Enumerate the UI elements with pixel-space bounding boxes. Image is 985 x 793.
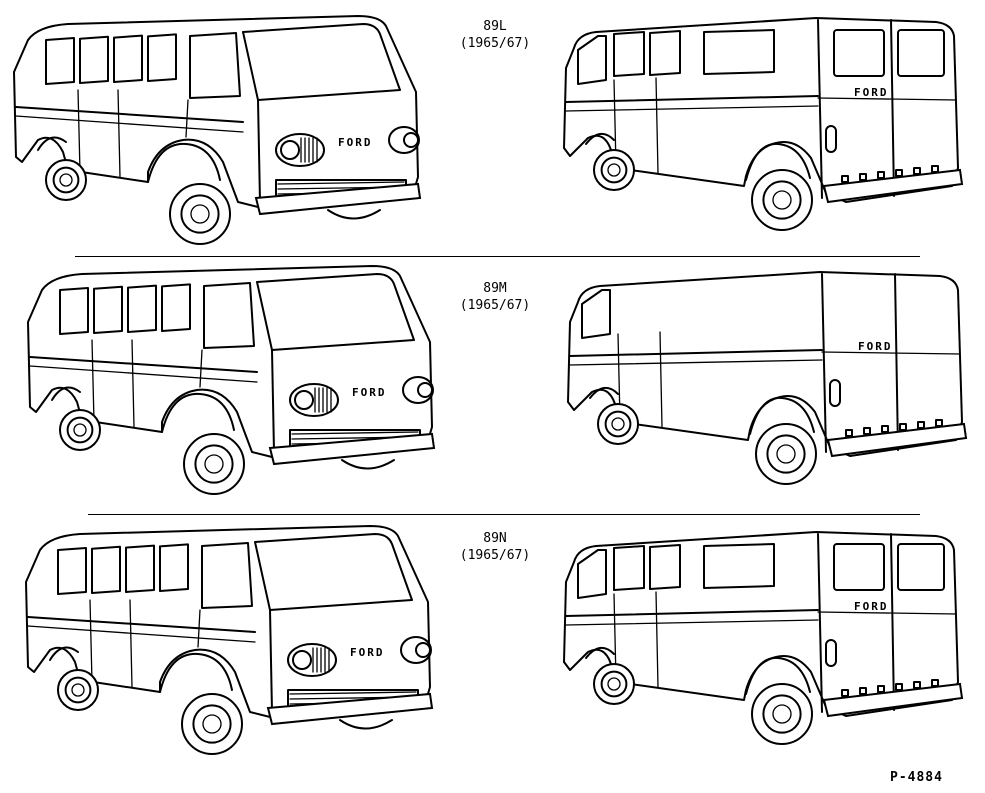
rear-view-89l: FORD (563, 17, 964, 231)
side-window (57, 547, 87, 595)
rear-bumper (822, 682, 964, 718)
reference-number: P-4884 (890, 770, 943, 785)
model-code: 89L (483, 19, 507, 34)
front-view-89n: FORD (25, 525, 434, 755)
side-window (45, 37, 75, 85)
rear-view-van-drawing: FORD (567, 271, 968, 485)
badge-text: FORD (350, 646, 385, 659)
badge-text: FORD (352, 386, 387, 399)
rear-view-van-drawing: FORD (563, 531, 964, 745)
side-window (613, 545, 645, 591)
tail-lamp-icon (829, 379, 841, 407)
side-window (613, 31, 645, 77)
badge-text: FORD (338, 136, 373, 149)
front-view-89l: FORD (13, 15, 422, 245)
model-code: 89M (483, 281, 507, 296)
side-window (125, 544, 155, 593)
model-years: (1965/67) (459, 36, 531, 51)
side-window (159, 543, 189, 592)
side-window (93, 285, 123, 334)
front-view-van-drawing: FORD (13, 15, 422, 245)
front-view-89m: FORD (27, 265, 436, 495)
side-window (59, 287, 89, 335)
side-window (113, 34, 143, 83)
front-view-van-drawing: FORD (27, 265, 436, 495)
rear-window-right (897, 29, 945, 77)
tail-lamp-icon (825, 639, 837, 667)
side-window (127, 284, 157, 333)
rear-view-van-drawing: FORD (563, 17, 964, 231)
side-window (161, 283, 191, 332)
front-view-van-drawing: FORD (25, 525, 434, 755)
front-bumper (268, 432, 436, 466)
rear-view-89n: FORD (563, 531, 964, 745)
rear-bumper (822, 168, 964, 204)
rear-window-right (897, 543, 945, 591)
badge-text: FORD (854, 600, 889, 613)
row-divider-2 (88, 514, 920, 515)
side-window (703, 29, 775, 75)
rear-window-left (833, 29, 885, 77)
side-window (703, 543, 775, 589)
rear-bumper (826, 422, 968, 458)
badge-text: FORD (858, 340, 893, 353)
badge-text: FORD (854, 86, 889, 99)
model-code: 89N (483, 531, 507, 546)
rear-view-89m: FORD (567, 271, 968, 485)
model-label-89m: 89M (1965/67) (425, 280, 565, 314)
model-years: (1965/67) (459, 548, 531, 563)
side-window (147, 33, 177, 82)
front-bumper (266, 692, 434, 726)
rear-window-left (833, 543, 885, 591)
model-label-89n: 89N (1965/67) (425, 530, 565, 564)
side-window (649, 30, 681, 76)
model-years: (1965/67) (459, 298, 531, 313)
side-window (649, 544, 681, 590)
side-window (91, 545, 121, 594)
model-label-89l: 89L (1965/67) (425, 18, 565, 52)
side-window (79, 35, 109, 84)
front-bumper (254, 182, 422, 216)
tail-lamp-icon (825, 125, 837, 153)
row-divider-1 (75, 256, 920, 257)
